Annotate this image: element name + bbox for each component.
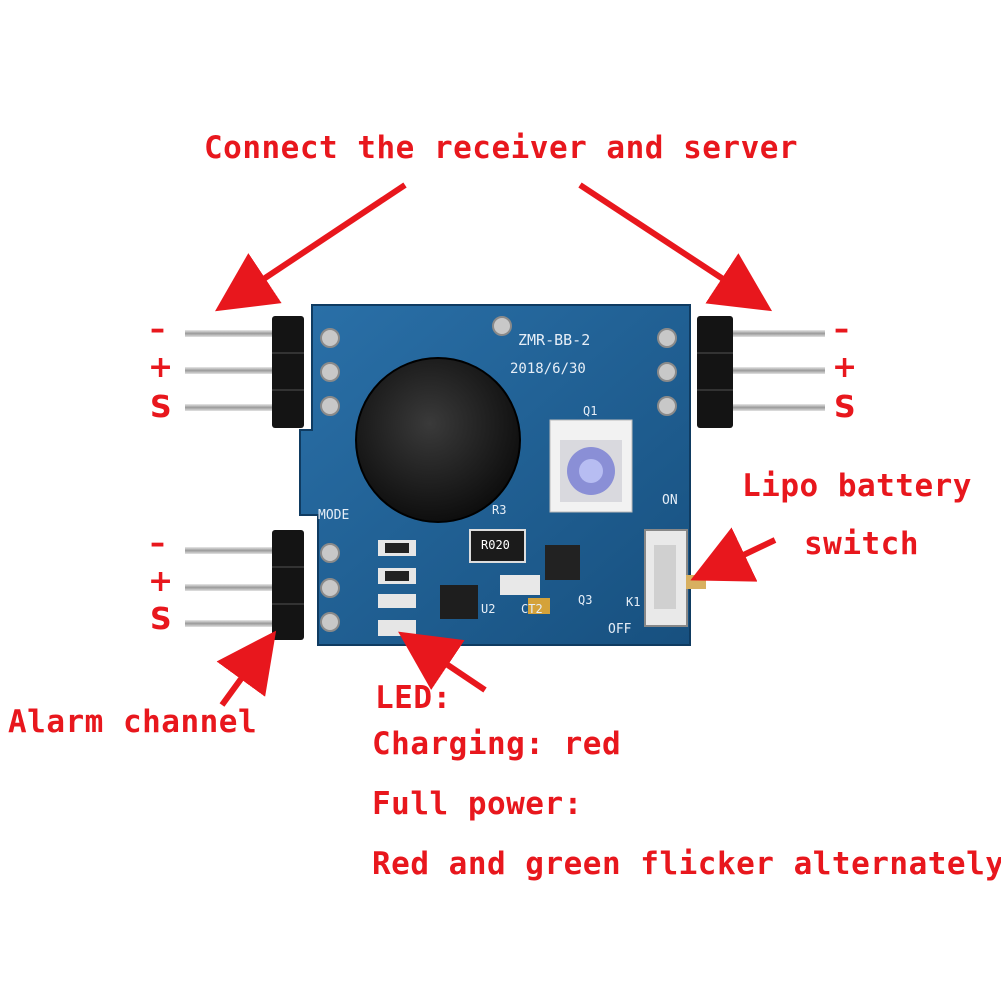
header-right	[697, 316, 733, 428]
left-top-plus: +	[148, 350, 174, 385]
left-bottom-minus: –	[150, 526, 165, 561]
board-q3-text: Q3	[578, 593, 593, 607]
board-q1-text: Q1	[583, 404, 598, 418]
board-model-text: ZMR-BB-2	[518, 331, 591, 349]
board-off-text: OFF	[608, 622, 632, 637]
right-plus: +	[832, 350, 858, 385]
buzzer	[356, 358, 520, 522]
board-on-text: ON	[662, 493, 678, 508]
connect-receiver-label: Connect the receiver and server	[204, 130, 799, 166]
right-pins	[730, 330, 825, 411]
left-bottom-pins	[185, 547, 275, 627]
board-k1-text: K1	[626, 595, 641, 609]
header-left-top	[272, 316, 304, 428]
slide-switch	[644, 529, 706, 627]
board-r20-text: R020	[481, 538, 510, 552]
switch-label: switch	[804, 526, 919, 562]
solder-pads	[320, 316, 677, 632]
led-title-label: LED:	[375, 680, 452, 716]
led-flicker-label: Red and green flicker alternately	[372, 846, 1001, 882]
left-top-pins	[185, 330, 275, 411]
header-left-bottom	[272, 530, 304, 640]
alarm-channel-label: Alarm channel	[8, 704, 258, 740]
board-r3-text: R3	[492, 503, 507, 517]
left-bottom-plus: +	[148, 564, 174, 599]
right-minus: –	[834, 312, 849, 347]
led-charging-label: Charging: red	[372, 726, 622, 762]
rgb-led	[549, 419, 633, 513]
right-signal: S	[834, 390, 856, 425]
left-bottom-signal: S	[150, 602, 172, 637]
left-top-signal: S	[150, 390, 172, 425]
led-full-power-label: Full power:	[372, 786, 583, 822]
board-mode-text: MODE	[318, 508, 350, 523]
smd-components	[378, 529, 580, 636]
board-u2-text: U2	[481, 602, 496, 616]
annotation-arrows	[215, 182, 777, 707]
board-ct2-text: CT2	[521, 602, 543, 616]
board-date-text: 2018/6/30	[510, 361, 586, 377]
lipo-battery-label: Lipo battery	[742, 468, 972, 504]
left-top-minus: –	[150, 312, 165, 347]
